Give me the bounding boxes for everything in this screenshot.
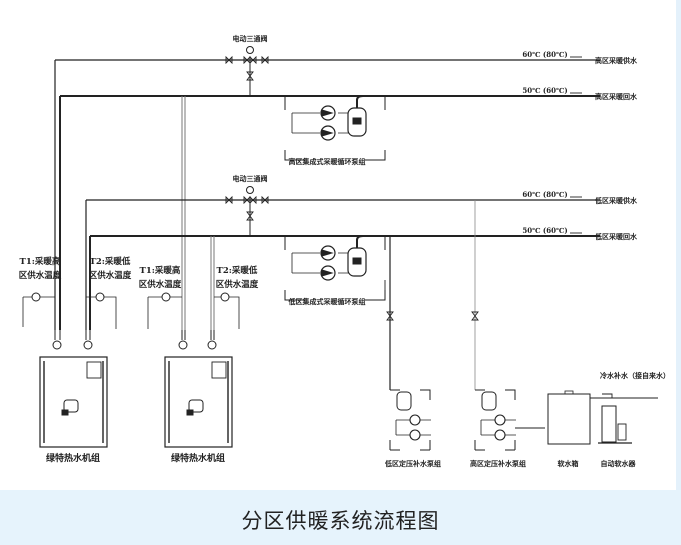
svg-text:T1:采暖高: T1:采暖高	[20, 256, 61, 267]
svg-text:T2:采暖低: T2:采暖低	[90, 256, 131, 267]
svg-text:高区采暖回水: 高区采暖回水	[595, 92, 638, 101]
svg-text:区供水温度: 区供水温度	[139, 279, 182, 290]
svg-text:低区采暖回水: 低区采暖回水	[594, 232, 638, 241]
svg-text:T1:采暖高: T1:采暖高	[140, 265, 181, 276]
svg-text:50℃ (60℃): 50℃ (60℃)	[522, 86, 567, 95]
low-return-label: 50℃ (60℃) 低区采暖回水	[522, 226, 638, 241]
page-edge	[676, 0, 681, 490]
sensor-t2-unit1: T2:采暖低 区供水温度	[86, 256, 132, 329]
svg-text:冷水补水（接自来水）: 冷水补水（接自来水）	[600, 371, 670, 380]
high-three-way-valve: 电动三通阀	[225, 34, 269, 96]
svg-text:高区定压补水泵组: 高区定压补水泵组	[470, 459, 526, 468]
water-softener: 自动软水器	[590, 393, 637, 468]
svg-text:50℃ (60℃): 50℃ (60℃)	[522, 226, 567, 235]
svg-text:低区采暖供水: 低区采暖供水	[594, 196, 638, 205]
diagram-caption: 分区供暖系统流程图	[241, 509, 440, 533]
high-makeup-pump-group: 高区定压补水泵组	[470, 389, 545, 468]
high-return-pipe	[59, 95, 600, 330]
svg-text:绿特热水机组: 绿特热水机组	[46, 452, 100, 464]
cold-water-inlet: 冷水补水（接自来水）	[600, 371, 670, 399]
svg-text:区供水温度: 区供水温度	[216, 279, 259, 290]
low-supply-pipe	[85, 199, 600, 330]
svg-text:区供水温度: 区供水温度	[89, 270, 132, 281]
high-supply-label: 60℃ (80℃) 高区采暖供水	[522, 50, 638, 65]
makeup-risers	[384, 200, 479, 390]
svg-text:软水箱: 软水箱	[558, 459, 579, 468]
svg-text:区供水温度: 区供水温度	[19, 270, 62, 281]
svg-text:高区采暖供水: 高区采暖供水	[595, 56, 638, 65]
low-makeup-pump-group: 低区定压补水泵组	[384, 389, 441, 468]
sensor-t1-unit1: T1:采暖高 区供水温度	[19, 256, 62, 327]
svg-text:绿特热水机组: 绿特热水机组	[171, 452, 225, 464]
svg-text:低区集成式采暖循环泵组: 低区集成式采暖循环泵组	[288, 297, 366, 306]
hot-water-unit-2: 绿特热水机组	[164, 330, 233, 464]
high-return-label: 50℃ (60℃) 高区采暖回水	[522, 86, 638, 101]
low-return-pipe	[89, 235, 600, 330]
svg-text:T2:采暖低: T2:采暖低	[217, 265, 258, 276]
sensor-t2-unit2: T2:采暖低 区供水温度	[214, 265, 259, 329]
svg-text:60℃ (80℃): 60℃ (80℃)	[522, 190, 567, 199]
low-supply-label: 60℃ (80℃) 低区采暖供水	[522, 190, 638, 205]
soft-water-tank: 软水箱	[547, 390, 591, 468]
low-three-way-valve: 电动三通阀	[225, 174, 269, 236]
high-supply-pipe	[54, 59, 600, 330]
svg-text:电动三通阀: 电动三通阀	[233, 34, 268, 43]
hot-water-unit-1: 绿特热水机组	[39, 330, 108, 464]
high-pump-group: 高区集成式采暖循环泵组	[284, 95, 386, 166]
low-pump-group: 低区集成式采暖循环泵组	[284, 235, 386, 306]
flow-diagram: 电动三通阀 高区集成式采暖循环泵组 60℃ (80℃) 高区采暖供水 50℃ (…	[18, 34, 670, 468]
svg-text:自动软水器: 自动软水器	[601, 459, 637, 468]
svg-text:低区定压补水泵组: 低区定压补水泵组	[384, 459, 441, 468]
svg-text:60℃ (80℃): 60℃ (80℃)	[522, 50, 567, 59]
svg-text:高区集成式采暖循环泵组: 高区集成式采暖循环泵组	[289, 157, 366, 166]
sensor-t1-unit2: T1:采暖高 区供水温度	[139, 265, 182, 329]
caption-bar	[0, 490, 681, 545]
svg-text:电动三通阀: 电动三通阀	[233, 174, 268, 183]
